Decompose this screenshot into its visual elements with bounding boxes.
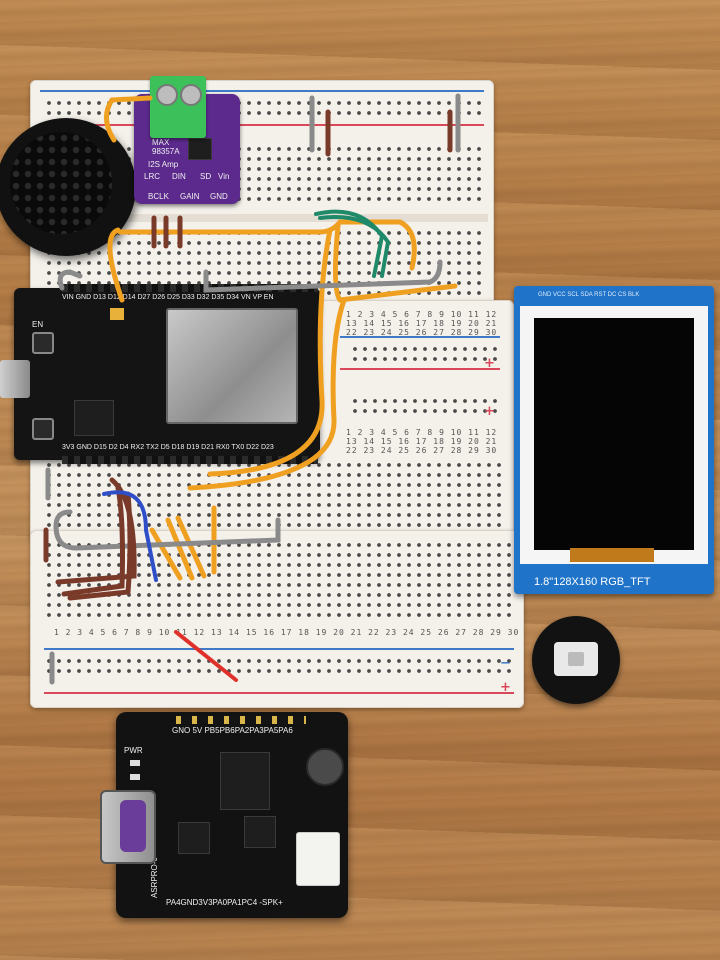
tft-header-pins: GND VCC SCL SDA RST DC CS BLK — [538, 292, 640, 298]
wire-orange — [332, 223, 458, 303]
wire-orange — [107, 227, 125, 303]
esp32-devkit: VIN GND D13 D12 D14 D27 D26 D25 D33 D32 … — [0, 284, 320, 464]
speaker-connector[interactable] — [296, 832, 340, 886]
esp32-wroom-module — [166, 308, 298, 424]
column-numbers-middle-top: 1 2 3 4 5 6 7 8 9 10 11 12 13 14 15 16 1… — [346, 310, 498, 337]
wire-orange — [104, 97, 117, 143]
led — [110, 308, 124, 320]
wire-gray — [53, 509, 281, 551]
tft-screen — [534, 318, 694, 550]
en-button[interactable] — [32, 332, 54, 354]
screw-terminal — [150, 76, 206, 138]
esp32-top-pin-labels: VIN GND D13 D12 D14 D27 D26 D25 D33 D32 … — [62, 294, 274, 301]
amp-pin-bclk: BCLK — [148, 192, 169, 201]
amp-pin-sd: SD — [200, 172, 212, 181]
wire-orange — [109, 95, 153, 103]
boot-button[interactable] — [32, 418, 54, 440]
wire-orange — [175, 515, 207, 579]
wire-orange — [207, 227, 333, 477]
amp-pin-lrc: LRC — [144, 172, 161, 181]
wire-brown — [61, 485, 125, 597]
wire-orange — [149, 527, 183, 581]
wire-orange — [117, 219, 417, 271]
asrpro-board: GNO 5V PB5PB6PA2PA3PA5PA6 PA4GND3V3PA0PA… — [100, 712, 348, 918]
screw-icon — [180, 84, 202, 106]
wire-brown — [67, 491, 133, 601]
asr-ic-3 — [244, 816, 276, 848]
wire-teal — [318, 215, 391, 278]
asr-main-chip — [220, 752, 270, 810]
wire-gray — [57, 269, 83, 291]
amp-pin-gnd: GND — [210, 192, 228, 201]
wire-gray — [203, 259, 443, 293]
amp-pin-gain: GAIN — [180, 192, 200, 201]
microphone-module — [532, 616, 620, 704]
amp-chip-label: MAX 98357A — [152, 138, 180, 156]
amp-pin-din: DIN — [172, 172, 186, 181]
speaker-grille — [10, 132, 112, 234]
tft-display: GND VCC SCL SDA RST DC CS BLK 1.8"128X16… — [514, 286, 714, 594]
breadboard-bottom: 1 2 3 4 5 6 7 8 9 10 11 12 13 14 15 16 1… — [30, 530, 524, 708]
amp-ic — [188, 138, 212, 160]
asr-bottom-pin-labels: PA4GND3V3PA0PA1PC4 -SPK+ — [166, 898, 283, 907]
column-numbers-middle-bottom: 1 2 3 4 5 6 7 8 9 10 11 12 13 14 15 16 1… — [346, 428, 498, 455]
onboard-mic — [306, 748, 344, 786]
wire-orange — [165, 517, 195, 581]
mic-chip — [554, 642, 598, 676]
column-numbers-bottom: 1 2 3 4 5 6 7 8 9 10 11 12 13 14 15 16 1… — [54, 628, 520, 637]
asr-ic-2 — [178, 822, 210, 854]
amp-subtitle: I2S Amp — [148, 160, 179, 169]
micro-usb-port[interactable] — [0, 360, 30, 398]
flex-cable — [570, 548, 654, 562]
asr-top-pin-labels: GNO 5V PB5PB6PA2PA3PA5PA6 — [172, 726, 293, 735]
amp-pin-vin: Vin — [218, 172, 230, 181]
tft-label: 1.8"128X160 RGB_TFT — [534, 576, 651, 588]
screw-icon — [156, 84, 178, 106]
pwr-label: PWR — [124, 746, 143, 755]
wire-orange — [187, 297, 347, 491]
usb-c-port[interactable] — [100, 790, 156, 864]
usb-uart-chip — [74, 400, 114, 436]
wire-blue — [102, 490, 158, 582]
wire-red — [174, 630, 238, 682]
esp32-bottom-pin-labels: 3V3 GND D15 D2 D4 RX2 TX2 D5 D18 D19 D21… — [62, 444, 274, 451]
en-label: EN — [32, 320, 44, 329]
